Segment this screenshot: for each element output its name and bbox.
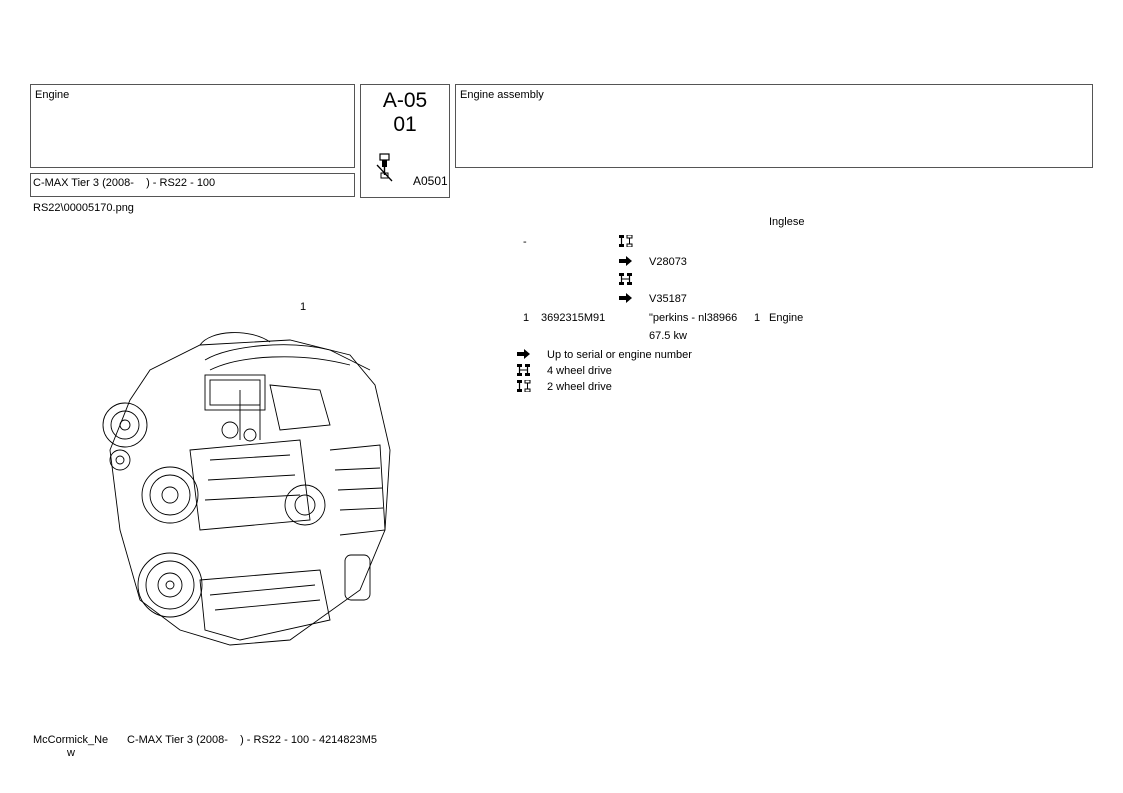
wheel-drive-4wd-icon [517,364,530,376]
row-part-no: 3692315M91 [541,312,606,324]
section-code-line2: 01 [393,113,417,136]
row-note: 67.5 kw [649,330,687,342]
row-note: V35187 [649,293,687,305]
row-note: "perkins - nl38966 [649,312,738,324]
row-note: V28073 [649,256,687,268]
footer-brand-line2: w [67,747,75,759]
group-box: Engine [30,84,355,168]
legend-label: 2 wheel drive [547,381,612,393]
wheel-drive-2wd-icon [517,380,531,392]
footer-model-ref: C-MAX Tier 3 (2008- ) - RS22 - 100 - 421… [127,734,378,746]
diagram-callout: 1 [300,301,307,313]
arrow-right-icon [517,349,530,359]
legend-label: Up to serial or engine number [547,349,692,361]
legend-label: 4 wheel drive [547,365,612,377]
row-part-no: - [523,236,527,248]
row-description: Engine [769,312,804,324]
model-name: C-MAX Tier 3 (2008- ) - RS22 - 100 [33,177,216,189]
row-qty: 1 [754,312,761,324]
model-box: C-MAX Tier 3 (2008- ) - RS22 - 100 [30,173,355,197]
section-code-line1: A-05 [382,89,428,112]
group-name: Engine [35,89,70,101]
image-filename: RS22\00005170.png [33,202,134,214]
footer-brand-line1: McCormick_Ne [33,734,109,746]
language-label: Inglese [769,216,805,228]
row-index: 1 [523,312,530,324]
assembly-description: Engine assembly [460,89,544,101]
plug-icon [376,153,393,182]
wheel-drive-4wd-icon [619,273,632,285]
arrow-right-icon [619,256,632,266]
section-code-box: A-05 01 A0501 [360,84,450,198]
engine-diagram [102,332,391,646]
section-ref: A0501 [413,174,448,188]
description-box: Engine assembly [455,84,1093,168]
arrow-right-icon [619,293,632,303]
wheel-drive-2wd-icon [619,235,633,247]
